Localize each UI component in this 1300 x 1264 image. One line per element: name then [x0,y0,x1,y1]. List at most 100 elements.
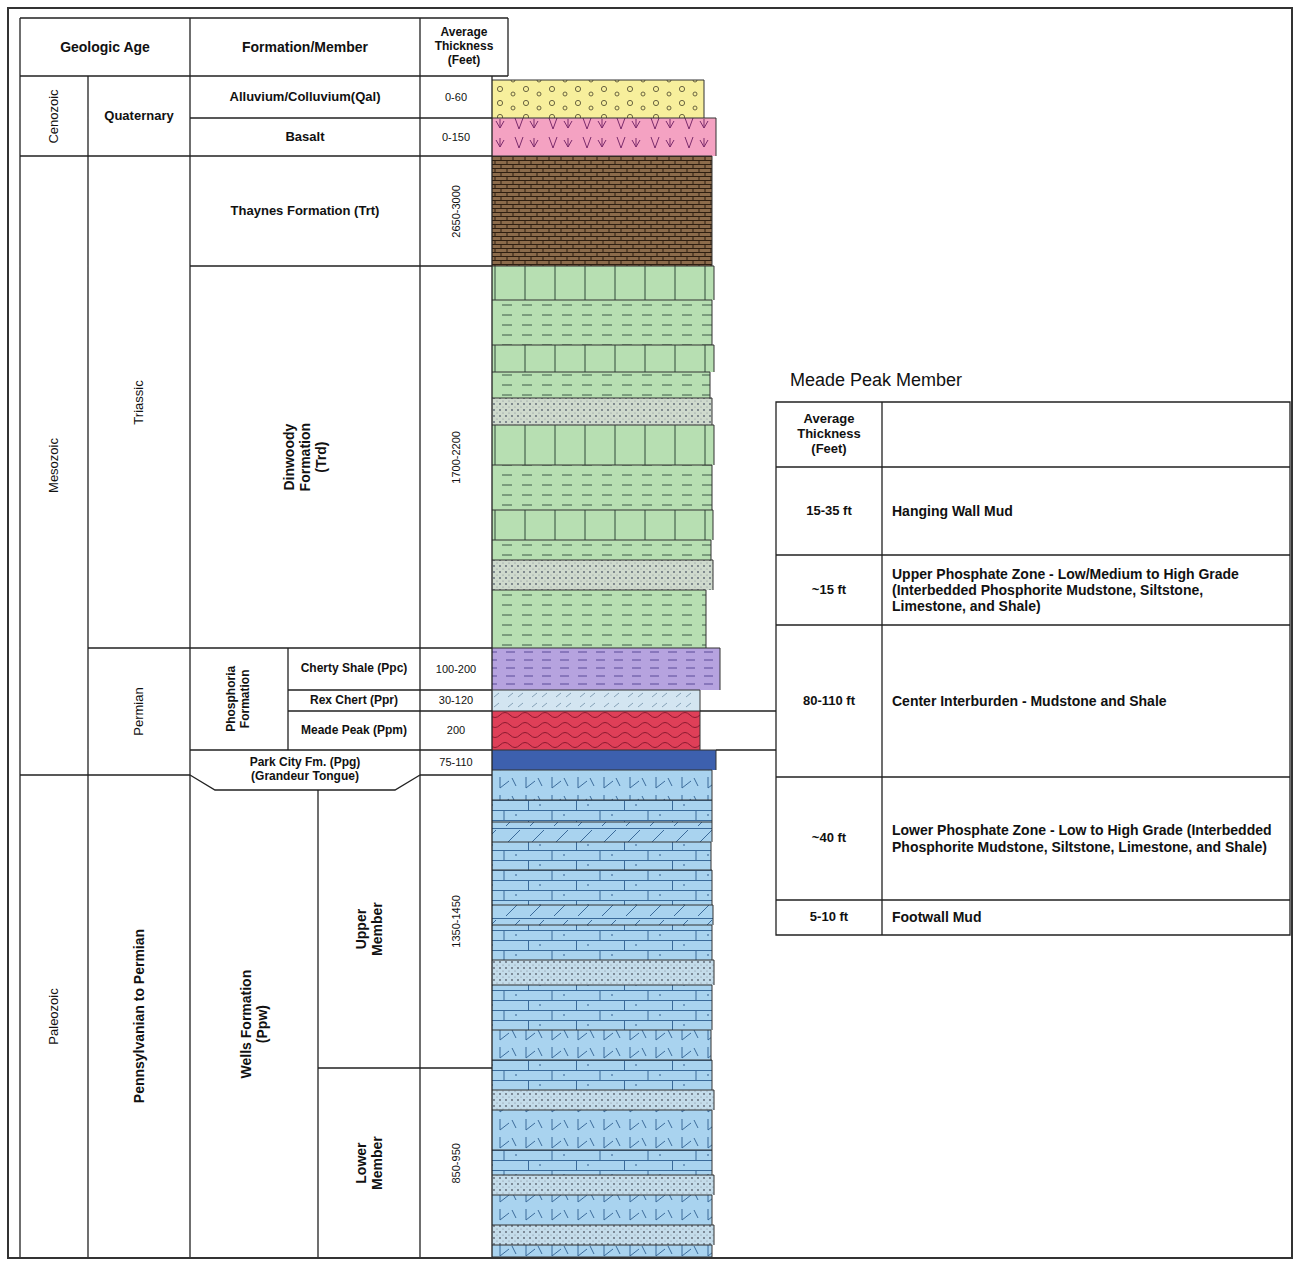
column-header: Average Thickness (Feet) [422,26,506,67]
formation-label: Thaynes Formation (Trt) [231,204,380,219]
thickness-value: ~40 ft [812,831,846,846]
unit-boundary [492,156,712,266]
table-cell: Hanging Wall Mud [882,467,1290,555]
rock-pattern [492,1060,712,1090]
rock-pattern [492,711,700,750]
table-cell: Cenozoic [20,76,88,156]
table-cell: Paleozoic [20,775,88,1258]
table-cell: Permian [88,648,190,775]
table-cell: 100-200 [420,648,492,690]
unit-boundary [492,822,712,842]
zone-description: Lower Phosphate Zone - Low to High Grade… [892,822,1280,854]
zone-description: Footwall Mud [892,909,981,925]
column-header: Average Thickness (Feet) [778,412,880,457]
table-cell: Footwall Mud [882,900,1290,935]
rock-unit [492,1090,714,1110]
period-label: Permian [132,652,147,772]
rock-unit [492,1225,714,1245]
rock-pattern [492,372,710,398]
table-title: Meade Peak Member [790,370,962,391]
unit-boundary [492,842,711,870]
unit-boundary [492,800,712,822]
rock-unit [492,80,704,118]
member-label: Upper Member [353,894,385,964]
unit-boundary [492,398,712,425]
thickness-value: 100-200 [436,663,476,676]
member-label: Rex Chert (Ppr) [310,694,398,708]
era-label: Cenozoic [47,78,62,154]
unit-boundary [492,540,711,560]
unit-boundary [492,905,713,925]
thickness-value: 5-10 ft [810,910,848,925]
table-cell: Meade Peak (Ppm) [288,711,420,750]
table-cell: 15-35 ft [776,467,882,555]
rock-unit [492,300,712,345]
member-table-grid [776,402,1290,935]
rock-unit [492,1150,712,1175]
table-cell: ~15 ft [776,555,882,625]
table-cell: 1350-1450 [420,775,492,1068]
rock-pattern [492,1175,714,1195]
member-label: Lower Member [353,1128,385,1198]
unit-boundary [492,266,714,300]
unit-boundary [492,648,720,690]
rock-pattern [492,842,711,870]
rock-pattern [492,960,714,985]
column-header: Formation/Member [242,39,368,55]
table-cell: Triassic [88,156,190,648]
rock-pattern [492,1110,712,1150]
rock-pattern [492,822,712,842]
rock-unit [492,842,711,870]
figure-frame [8,8,1292,1258]
formation-label: Dinwoody Formation (Trd) [281,412,329,502]
zone-description: Center Interburden - Mudstone and Shale [892,693,1167,709]
rock-unit [492,1175,714,1195]
rock-unit [492,1195,712,1225]
thickness-value: 1700-2200 [450,382,463,532]
table-cell: 75-110 [420,750,492,775]
rock-pattern [492,800,712,822]
rock-pattern [492,1225,714,1245]
rock-pattern [492,770,712,800]
formation-label: Park City Fm. (Ppg) (Grandeur Tongue) [232,756,378,784]
column-header: Geologic Age [60,39,150,55]
rock-unit [492,465,712,510]
table-cell: Upper Member [318,790,420,1068]
rock-unit [492,118,716,156]
unit-boundary [492,1150,712,1175]
rock-pattern [492,690,700,711]
table-cell: Meade Peak Member [780,362,1120,398]
unit-boundary [492,80,704,118]
formation-label: Wells Formation (Ppw) [238,959,270,1089]
unit-boundary [492,711,700,750]
thickness-value: 0-150 [442,131,470,144]
unit-boundary [492,1110,712,1150]
rock-unit [492,648,720,690]
rock-pattern [492,648,720,690]
rock-unit [492,1060,712,1090]
member-label: Cherty Shale (Ppc) [301,662,408,676]
table-cell: Phosphoria Formation [190,648,288,750]
unit-boundary [492,372,710,398]
rock-unit [492,590,706,648]
formation-label: Basalt [285,130,324,145]
table-cell: 0-150 [420,118,492,156]
rock-unit [492,690,700,711]
table-cell: 2650-3000 [420,156,492,266]
table-cell: Center Interburden - Mudstone and Shale [882,625,1290,777]
rock-pattern [492,425,714,465]
rock-unit [492,425,714,465]
rock-unit [492,1030,711,1060]
rock-unit [492,870,712,905]
table-cell: 0-60 [420,76,492,118]
rock-unit [492,156,712,266]
thickness-value: 80-110 ft [803,694,855,709]
table-cell: Pennsylvanian to Permian [88,775,190,1258]
table-cell: Quaternary [88,76,190,156]
rock-unit [492,985,712,1030]
rock-pattern [492,540,711,560]
table-cell: 850-950 [420,1068,492,1258]
rock-unit [492,711,700,750]
unit-boundary [492,345,714,372]
